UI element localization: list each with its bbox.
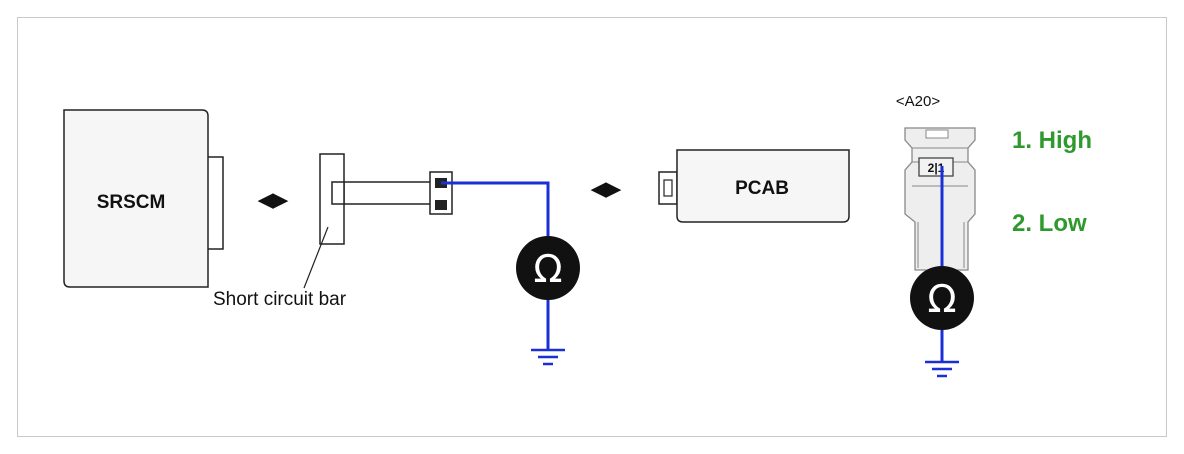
- connector-a20-label: <A20>: [896, 93, 940, 110]
- connector-pin-window: [918, 157, 954, 177]
- short-circuit-bar: Short circuit bar: [213, 153, 453, 310]
- short-bar-plug: [331, 181, 345, 205]
- ohmmeter-circuit-2: Ω: [910, 166, 974, 378]
- pcab-box: [676, 149, 850, 223]
- short-bar-leader-line: [303, 226, 329, 289]
- connector-pin-label: 2|1: [928, 161, 945, 175]
- ohmmeter-2: [910, 266, 974, 330]
- pcab-module: PCAB: [658, 149, 850, 223]
- srscm-module: SRSCM: [63, 109, 224, 288]
- connect-arrow-right: ◀▶: [590, 179, 622, 200]
- srscm-label: SRSCM: [97, 192, 166, 213]
- ohm-icon: Ω: [533, 247, 562, 291]
- probe-wire-1: [441, 181, 550, 238]
- srscm-box: [63, 109, 209, 288]
- ohmmeter-circuit-1: Ω: [441, 181, 580, 366]
- terminal-pin-lower: [435, 200, 447, 210]
- pcab-label: PCAB: [735, 178, 789, 199]
- short-bar-label: Short circuit bar: [213, 289, 347, 310]
- step-low-label: 2. Low: [1012, 210, 1087, 237]
- ohmmeter-1: [516, 236, 580, 300]
- connect-arrow-left: ◀▶: [257, 190, 289, 211]
- step-high-label: 1. High: [1012, 127, 1092, 154]
- ohm-icon: Ω: [927, 277, 956, 321]
- connector-a20: <A20> 2|1: [896, 93, 976, 271]
- srscm-connector-tab: [206, 156, 224, 250]
